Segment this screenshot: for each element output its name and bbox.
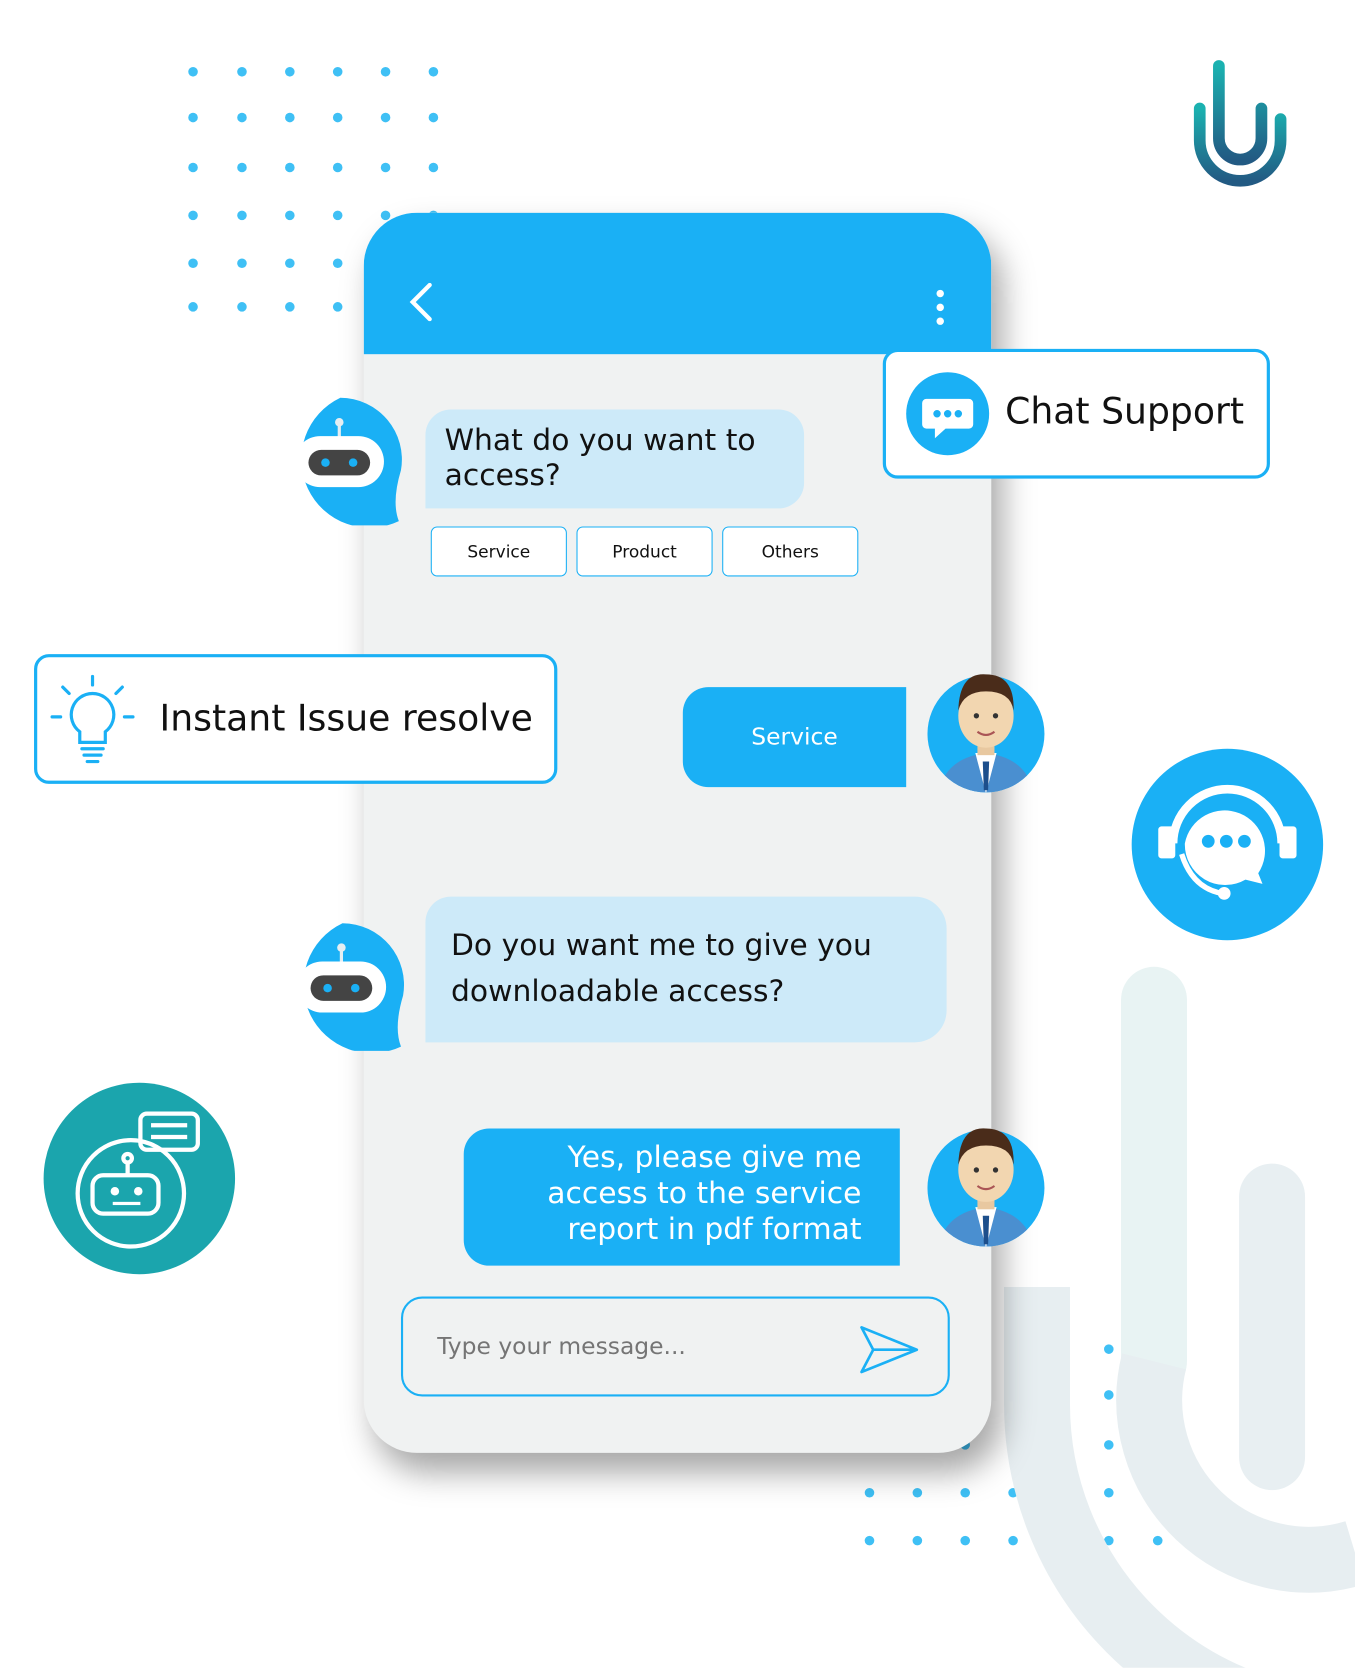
- dot: [188, 302, 198, 312]
- dot: [1104, 1390, 1114, 1400]
- dot: [1104, 1344, 1114, 1354]
- user-avatar: [927, 1128, 1045, 1247]
- dot: [237, 112, 247, 123]
- chat-support-label: Chat Support: [1005, 390, 1245, 433]
- dot: [285, 302, 295, 312]
- quick-reply-others[interactable]: Others: [722, 526, 859, 577]
- message-text: Yes, please give me access to the servic…: [547, 1139, 862, 1247]
- instant-issue-label: Instant Issue resolve: [159, 697, 533, 741]
- dot: [188, 162, 198, 173]
- dot: [912, 1487, 923, 1498]
- dot: [1008, 1487, 1018, 1498]
- headset-support-icon: [1131, 748, 1324, 941]
- message-text: Do you want me to give you downloadable …: [450, 927, 872, 1009]
- dot: [960, 1535, 971, 1546]
- background-arcs: [1004, 966, 1355, 1668]
- user-message: Yes, please give me access to the servic…: [463, 1128, 900, 1266]
- dot: [285, 162, 295, 173]
- dot: [285, 258, 295, 269]
- dot: [428, 162, 439, 173]
- message-input[interactable]: [435, 1324, 844, 1369]
- bot-message: Do you want me to give you downloadable …: [425, 896, 947, 1043]
- dot: [332, 258, 343, 269]
- dot: [1104, 1487, 1114, 1498]
- dot: [285, 112, 295, 123]
- dot: [1008, 1535, 1018, 1546]
- dot: [188, 258, 198, 269]
- dot: [380, 162, 391, 173]
- chat-header: [363, 212, 992, 355]
- message-composer: [400, 1296, 950, 1397]
- dot: [864, 1535, 875, 1546]
- dot: [1152, 1535, 1163, 1546]
- dot: [237, 162, 247, 173]
- user-avatar: [927, 674, 1045, 793]
- bot-message: What do you want to access?: [425, 409, 805, 509]
- dot: [188, 112, 198, 123]
- more-options-button[interactable]: [934, 289, 947, 327]
- dot: [332, 162, 343, 173]
- dot: [960, 1487, 971, 1498]
- user-message: Service: [682, 687, 907, 788]
- send-button[interactable]: [858, 1324, 920, 1375]
- chatbot-icon: [43, 1082, 236, 1275]
- quick-reply-service[interactable]: Service: [430, 526, 567, 577]
- chat-support-badge: Chat Support: [882, 348, 1270, 479]
- dot: [332, 67, 343, 77]
- instant-issue-badge: Instant Issue resolve: [34, 654, 558, 784]
- back-button[interactable]: [408, 282, 434, 322]
- dot: [332, 112, 343, 123]
- dot: [285, 210, 295, 221]
- dot: [380, 67, 391, 77]
- dot: [332, 302, 343, 312]
- dot: [380, 112, 391, 123]
- dot: [237, 210, 247, 221]
- message-text: What do you want to access?: [444, 422, 756, 493]
- brand-logo: [1193, 60, 1287, 187]
- dot: [188, 67, 198, 77]
- dot: [864, 1487, 875, 1498]
- bot-avatar: [296, 923, 404, 1051]
- dot: [428, 112, 439, 123]
- dot: [237, 67, 247, 77]
- dot: [912, 1535, 923, 1546]
- dot: [428, 67, 439, 77]
- dot: [188, 210, 198, 221]
- dot: [285, 67, 295, 77]
- dot: [332, 210, 343, 221]
- bot-avatar: [294, 397, 402, 526]
- lightbulb-icon: [50, 674, 135, 764]
- dot: [1104, 1440, 1114, 1450]
- quick-reply-product[interactable]: Product: [576, 526, 713, 577]
- dot: [1104, 1535, 1114, 1546]
- dot: [237, 302, 247, 312]
- dot: [237, 258, 247, 269]
- chat-bubble-icon: [906, 372, 990, 456]
